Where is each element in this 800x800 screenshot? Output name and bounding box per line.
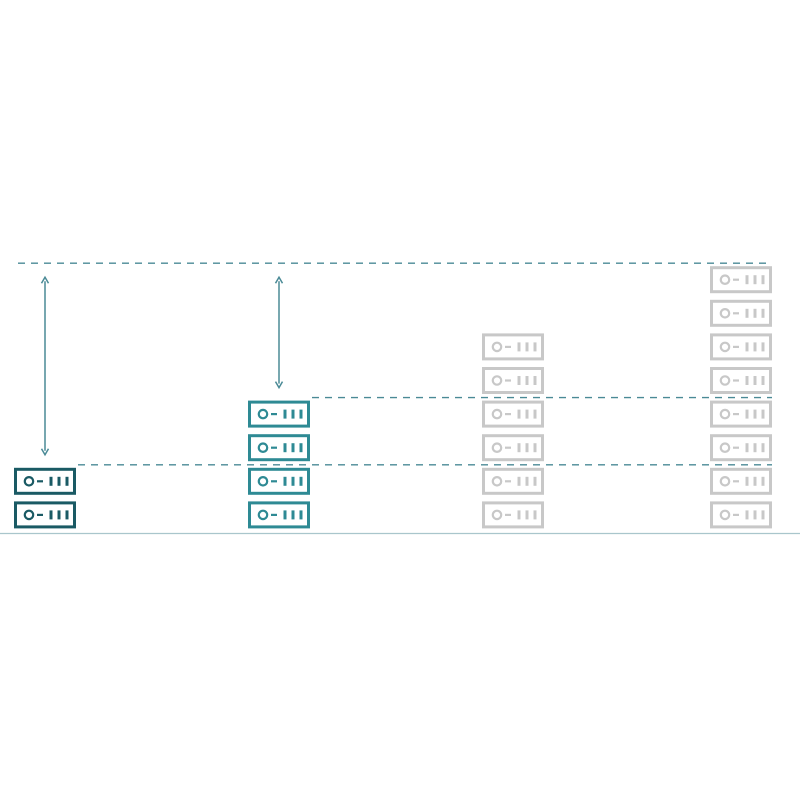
server-led [719, 341, 731, 353]
server-icon [14, 467, 76, 495]
server-icon [710, 299, 772, 327]
server-led [719, 274, 731, 285]
server-led [491, 408, 503, 420]
double-headed-arrow-icon [40, 275, 50, 457]
server-icon [248, 501, 310, 529]
stack-4-servers [248, 400, 310, 529]
server-icon [14, 501, 76, 529]
server-chassis [248, 467, 310, 495]
server-chassis [248, 501, 310, 529]
server-icon [248, 400, 310, 428]
server-chassis [482, 467, 544, 495]
server-led [719, 307, 731, 319]
server-icon [710, 367, 772, 394]
server-led [491, 509, 503, 521]
server-icon [482, 400, 544, 428]
server-led [257, 509, 269, 521]
server-chassis [482, 367, 544, 394]
server-led [491, 442, 503, 453]
arrow-head-bottom [274, 381, 284, 390]
server-icon [248, 467, 310, 495]
stack-2-servers [14, 467, 76, 529]
server-led [23, 509, 35, 521]
server-led [491, 341, 503, 353]
server-led [23, 475, 35, 487]
stack-8-servers [710, 266, 772, 529]
server-icon [710, 400, 772, 428]
server-led [491, 375, 503, 386]
server-led [719, 442, 731, 453]
server-led [257, 442, 269, 453]
server-led [491, 475, 503, 487]
server-chassis [14, 501, 76, 529]
server-icon [710, 333, 772, 361]
server-icon [710, 266, 772, 294]
server-icon [482, 367, 544, 394]
server-icon [248, 434, 310, 462]
arrow-head-top [40, 275, 50, 284]
server-led [257, 475, 269, 487]
server-chassis [710, 434, 772, 462]
server-icon [482, 501, 544, 529]
server-icon [482, 434, 544, 462]
server-led [719, 475, 731, 487]
arrow-head-bottom [40, 448, 50, 457]
double-headed-arrow-icon [274, 275, 284, 390]
server-chassis [248, 434, 310, 462]
server-led [719, 408, 731, 420]
arrow-head-top [274, 275, 284, 284]
server-icon [482, 333, 544, 361]
stack-6-servers [482, 333, 544, 529]
server-icon [482, 467, 544, 495]
server-icon [710, 467, 772, 495]
server-led [719, 509, 731, 521]
server-chassis [710, 299, 772, 327]
server-icon [710, 501, 772, 529]
server-icon [710, 434, 772, 462]
server-chassis [482, 434, 544, 462]
server-led [719, 375, 731, 386]
server-led [257, 408, 269, 420]
